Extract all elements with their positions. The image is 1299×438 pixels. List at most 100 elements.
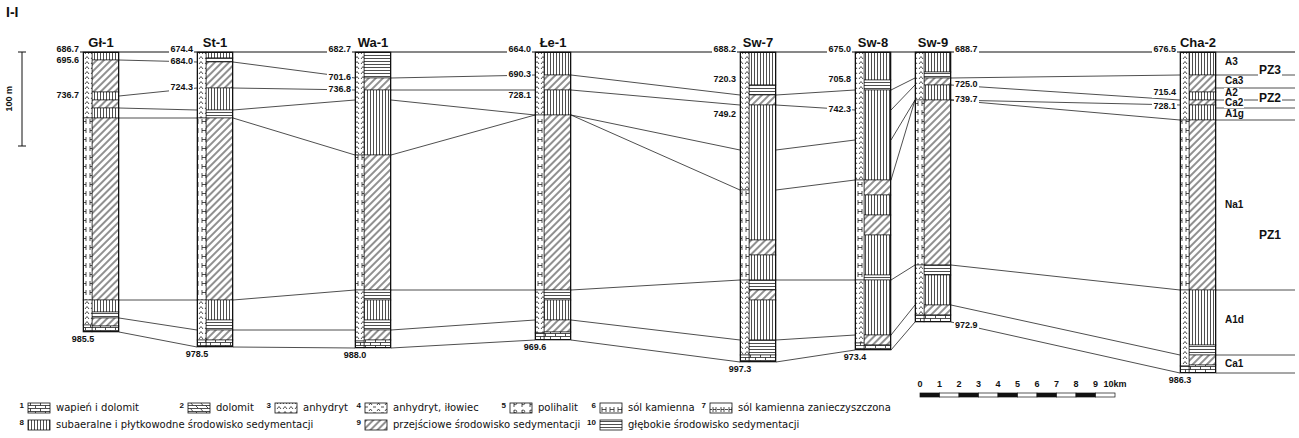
well-name: Gł-1 (88, 36, 113, 50)
scale-bar (1096, 393, 1116, 397)
environment-layer (749, 355, 776, 362)
well-name: Cha-2 (1180, 36, 1216, 50)
scale-bar (998, 393, 1018, 397)
environment-layer (92, 312, 119, 318)
correlation-line (571, 340, 740, 362)
depth-label: 688.2 (712, 45, 737, 54)
environment-layer (364, 340, 391, 348)
environment-layer (864, 195, 891, 215)
well-column: Sw-9 (915, 52, 951, 322)
depth-label: 701.6 (327, 73, 352, 82)
legend-swatch (275, 403, 297, 413)
lithology-layer (1180, 120, 1189, 290)
scale-number: 1 (936, 380, 943, 389)
correlation-line (891, 265, 915, 280)
scale-number: 7 (1053, 380, 1060, 389)
environment-layer (364, 330, 391, 340)
scale-tick (18, 52, 26, 53)
lithology-layer (740, 355, 749, 362)
correlation-line (119, 318, 197, 330)
environment-layer (749, 300, 776, 340)
correlation-line (951, 322, 1180, 373)
lithology-layer (355, 290, 364, 341)
environment-layer (864, 275, 891, 280)
scale-bar (22, 52, 23, 146)
environment-layer (1189, 75, 1216, 92)
environment-layer (364, 78, 391, 90)
environment-layer (924, 85, 951, 100)
environment-layer (924, 305, 951, 315)
scale-tick (18, 146, 26, 147)
legend-text: wapień i dolomit (55, 403, 140, 414)
depth-label: 969.6 (523, 343, 548, 352)
environment-layer (544, 300, 571, 320)
correlation-line (776, 90, 855, 95)
correlation-line (951, 100, 1180, 120)
environment-layer (1189, 290, 1216, 345)
environment-layer (364, 52, 391, 78)
legend-text: sól kamienna zanieczyszczona (737, 403, 892, 414)
scale-number: 9 (1092, 380, 1099, 389)
environment-layer (92, 300, 119, 312)
legend-text: anhydryt, iłowiec (392, 403, 480, 414)
correlation-line (776, 280, 855, 281)
environment-layer (92, 92, 119, 100)
scale-bar (959, 393, 979, 397)
environment-layer (749, 280, 776, 290)
correlation-line (119, 332, 197, 347)
scale-number: 3 (975, 380, 982, 389)
correlation-line (571, 320, 740, 340)
legend-number: 2 (179, 402, 185, 410)
environment-layer (749, 52, 776, 85)
environment-layer (206, 330, 233, 340)
legend-number: 3 (266, 402, 272, 410)
lithology-layer (855, 343, 864, 350)
lithology-layer (740, 280, 749, 355)
environment-layer (206, 110, 233, 118)
scale-bar (940, 393, 960, 397)
lithology-layer (535, 52, 544, 115)
depth-label: 988.0 (343, 351, 368, 360)
depth-label: 688.7 (954, 45, 979, 54)
lithology-layer (915, 100, 924, 265)
stratigraphy-line (1216, 373, 1295, 374)
unit-label: A2 (1224, 88, 1239, 99)
environment-layer (1189, 105, 1216, 120)
well-column: Sw-8 (855, 52, 891, 350)
environment-layer (364, 290, 391, 300)
environment-layer (364, 155, 391, 290)
environment-layer (364, 320, 391, 330)
environment-layer (749, 105, 776, 240)
legend-swatch (710, 403, 732, 413)
environment-layer (1189, 52, 1216, 75)
environment-layer (1189, 345, 1216, 355)
environment-layer (92, 118, 119, 300)
well-name: Wa-1 (358, 36, 389, 50)
correlation-line (891, 322, 915, 350)
scale-number: 2 (955, 380, 962, 389)
lithology-layer (197, 52, 206, 118)
environment-layer (364, 300, 391, 320)
lithology-layer (535, 115, 544, 290)
environment-layer (924, 265, 951, 275)
environment-layer (864, 90, 891, 180)
scale-bar (920, 393, 940, 397)
depth-label: 972.9 (954, 321, 979, 330)
correlation-line (891, 305, 915, 335)
legend-number: 1 (19, 402, 25, 410)
correlation-line (571, 115, 740, 150)
depth-label: 675.0 (827, 45, 852, 54)
lithology-layer (1180, 52, 1189, 120)
environment-layer (92, 52, 119, 60)
correlation-line (951, 100, 1180, 105)
lithology-layer (855, 180, 864, 280)
scale-number: 0 (916, 380, 923, 389)
lithology-layer (535, 333, 544, 340)
correlation-line (391, 320, 535, 330)
correlation-line (119, 300, 197, 301)
correlation-line (391, 290, 535, 291)
environment-layer (864, 235, 891, 275)
environment-layer (749, 340, 776, 355)
legend-text: anhydryt (302, 403, 349, 414)
depth-label: 728.1 (507, 91, 532, 100)
